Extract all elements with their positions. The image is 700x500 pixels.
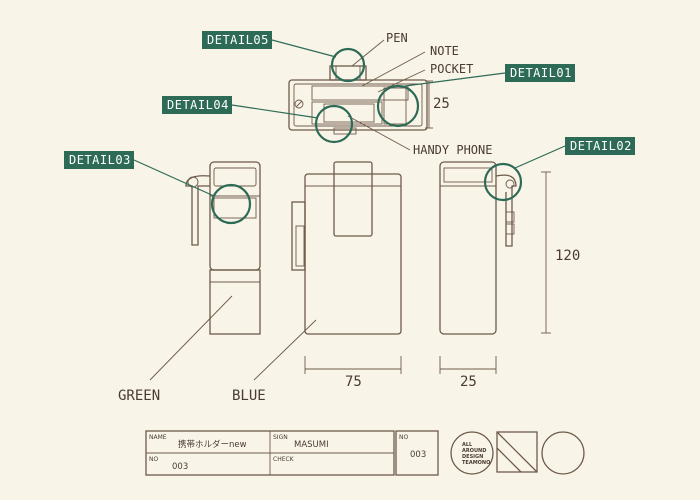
logo-line1: ALL xyxy=(462,442,473,448)
tb-no-value-right: 003 xyxy=(410,450,426,460)
label-blue: BLUE xyxy=(232,388,266,404)
tb-no-value-left: 003 xyxy=(172,462,188,472)
top-view xyxy=(288,65,428,135)
logo-line3: DESIGN xyxy=(462,454,483,460)
callout-label-detail01: DETAIL01 xyxy=(510,66,572,80)
callout-detail02: DETAIL02 xyxy=(483,137,635,202)
dimension-width: 75 xyxy=(304,356,402,390)
callout-detail04: DETAIL04 xyxy=(162,96,354,144)
label-green: GREEN xyxy=(118,388,160,404)
title-block: NAME 携帯ホルダーnew SIGN MASUMI NO 003 CHECK … xyxy=(145,430,439,476)
callout-label-detail04: DETAIL04 xyxy=(167,98,229,112)
callout-detail03: DETAIL03 xyxy=(64,151,252,225)
tb-no-label-right: NO xyxy=(399,434,408,441)
label-note: NOTE xyxy=(430,44,459,58)
part-leaders xyxy=(347,39,426,151)
dim-height-label: 120 xyxy=(555,248,580,264)
tb-sign-label: SIGN xyxy=(273,434,288,441)
callout-label-detail03: DETAIL03 xyxy=(69,153,131,167)
tb-no-label-left: NO xyxy=(149,456,158,463)
dimension-side-depth: 25 xyxy=(439,356,497,390)
dim-side-depth-label: 25 xyxy=(460,374,477,390)
dim-width-label: 75 xyxy=(345,374,362,390)
label-handy-phone: HANDY PHONE xyxy=(413,143,492,157)
callout-detail05: DETAIL05 xyxy=(202,31,366,83)
callout-label-detail05: DETAIL05 xyxy=(207,33,269,47)
tb-name-label: NAME xyxy=(149,434,167,441)
dimension-height: 120 xyxy=(541,171,580,334)
callout-detail01: DETAIL01 xyxy=(376,64,575,128)
logo: ALL AROUND DESIGN TEAMONO xyxy=(450,431,585,475)
callout-label-detail02: DETAIL02 xyxy=(570,139,632,153)
tb-name-value: 携帯ホルダーnew xyxy=(178,439,247,450)
label-pen: PEN xyxy=(386,31,408,45)
side-view xyxy=(439,161,517,335)
tb-sign-value: MASUMI xyxy=(294,440,329,450)
logo-line2: AROUND xyxy=(462,448,486,454)
tb-check-label: CHECK xyxy=(273,456,295,463)
dim-top-depth-label: 25 xyxy=(433,96,450,112)
label-pocket: POCKET xyxy=(430,62,473,76)
logo-line4: TEAMONO xyxy=(462,460,490,466)
dimension-top-depth: 25 xyxy=(425,80,450,129)
front-view-blue xyxy=(291,161,402,335)
